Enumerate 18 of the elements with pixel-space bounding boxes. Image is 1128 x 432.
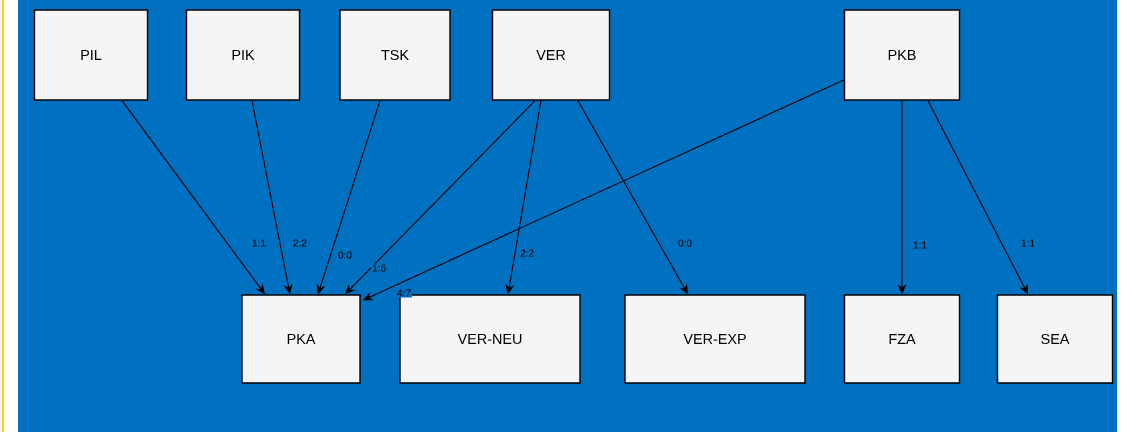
edge-label: 4:7: [397, 289, 411, 297]
edge-label: 2:2: [293, 239, 307, 247]
edge-label: 0:0: [678, 239, 692, 247]
process-box: SEA: [996, 294, 1114, 384]
process-box: TSK: [339, 9, 451, 101]
process-box: VER: [491, 9, 611, 101]
edge-label: 1:1: [252, 239, 266, 247]
edge-label: 2:2: [520, 249, 534, 257]
process-box: PKA: [241, 294, 361, 384]
process-box: VER-EXP: [624, 294, 806, 384]
edge-label: 1:1: [913, 241, 927, 249]
edge-label: 1:1: [1021, 239, 1035, 247]
process-box: FZA: [843, 294, 961, 384]
edge-label: 0:0: [338, 251, 352, 259]
process-box: PKB: [843, 9, 961, 101]
edge-label: 1:6: [372, 264, 386, 272]
process-box: PIL: [33, 9, 149, 101]
process-box: PIK: [185, 9, 301, 101]
